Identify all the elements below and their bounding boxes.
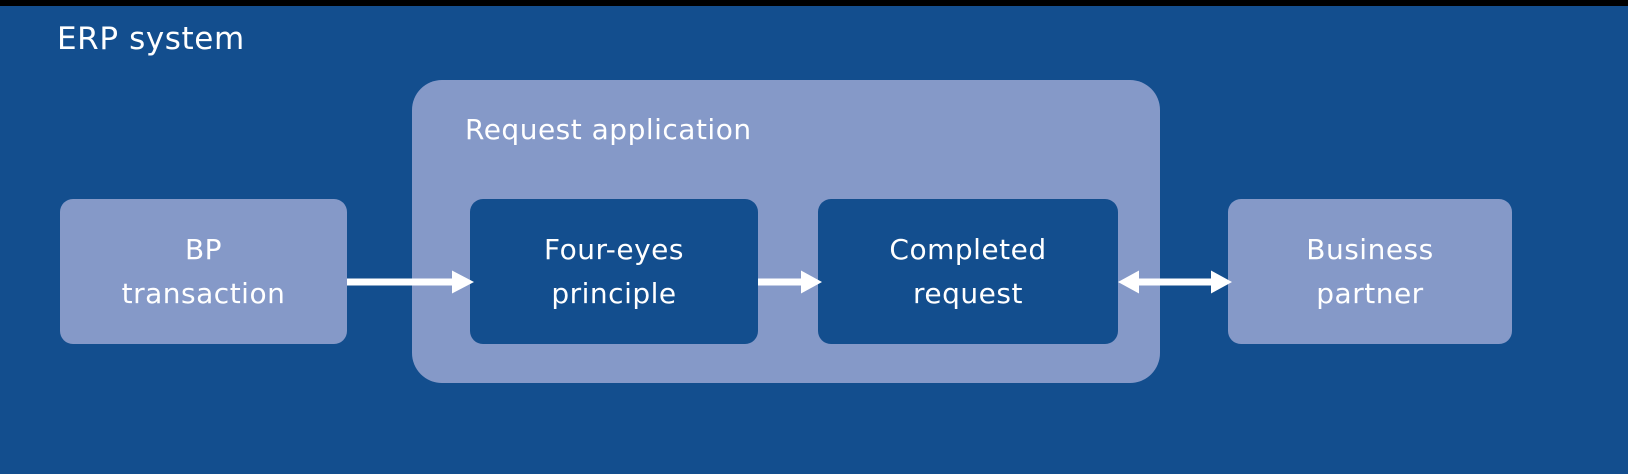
page-title: ERP system [57,21,245,57]
node-bp-transaction-label: BP transaction [121,232,286,310]
node-completed-request-label: Completed request [889,232,1047,310]
node-bp-transaction[interactable]: BP transaction [60,199,347,344]
node-completed-request[interactable]: Completed request [818,199,1118,344]
diagram-surface: ERP system Request application BP transa… [0,6,1628,474]
node-business-partner-label: Business partner [1306,232,1434,310]
node-four-eyes-principle[interactable]: Four-eyes principle [470,199,758,344]
node-four-eyes-principle-label: Four-eyes principle [544,232,684,310]
top-black-bar [0,0,1628,6]
group-label: Request application [465,113,752,146]
node-business-partner[interactable]: Business partner [1228,199,1512,344]
